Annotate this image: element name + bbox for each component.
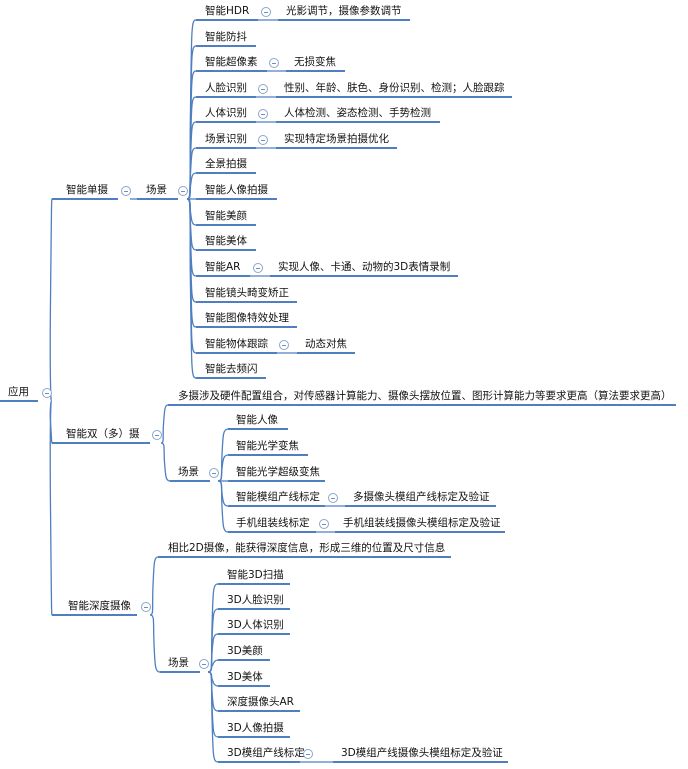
scene-item-detail[interactable]: 动态对焦: [305, 338, 347, 350]
scene-item-detail[interactable]: 实现特定场景拍摄优化: [284, 133, 389, 145]
collapse-minus-icon[interactable]: [258, 84, 268, 94]
connector-line: [217, 454, 229, 482]
scene-item[interactable]: 3D模组产线标定: [227, 747, 305, 759]
scene-item-detail[interactable]: 性别、年龄、肤色、身份识别、检测；人脸跟踪: [284, 82, 505, 94]
connector-line: [217, 480, 229, 507]
scene-item-detail[interactable]: 无损变焦: [294, 56, 336, 68]
scene-item[interactable]: 全景拍摄: [205, 158, 247, 170]
branch-single-camera[interactable]: 智能单摄: [66, 184, 108, 196]
collapse-minus-icon[interactable]: [209, 468, 219, 478]
collapse-minus-icon[interactable]: [152, 430, 162, 440]
connector-line: [186, 198, 197, 379]
collapse-minus-icon[interactable]: [253, 263, 263, 273]
scene-node[interactable]: 场景: [168, 657, 189, 669]
scene-item[interactable]: 智能人像拍摄: [205, 184, 268, 196]
scene-item[interactable]: 智能防抖: [205, 31, 247, 43]
scene-item[interactable]: 智能镜头畸变矫正: [205, 287, 289, 299]
scene-item[interactable]: 深度摄像头AR: [227, 696, 294, 708]
connector-line: [207, 671, 219, 763]
connector-line: [149, 556, 159, 616]
scene-item-detail[interactable]: 手机组装线摄像头模组标定及验证: [343, 517, 501, 529]
collapse-minus-icon[interactable]: [303, 749, 313, 759]
scene-item[interactable]: 智能美体: [205, 235, 247, 247]
collapse-minus-icon[interactable]: [258, 109, 268, 119]
collapse-minus-icon[interactable]: [141, 602, 151, 612]
collapse-minus-icon[interactable]: [258, 135, 268, 145]
scene-item[interactable]: 智能图像特效处理: [205, 312, 289, 324]
branch-depth-camera[interactable]: 智能深度摄像: [68, 600, 131, 612]
connector-line: [207, 633, 219, 673]
collapse-minus-icon[interactable]: [121, 186, 131, 196]
connector-line: [49, 198, 53, 402]
scene-item[interactable]: 3D人像拍摄: [227, 722, 284, 734]
connector-line: [149, 614, 161, 673]
scene-item-detail[interactable]: 实现人像、卡通、动物的3D表情录制: [278, 261, 451, 273]
scene-item[interactable]: 3D美体: [227, 671, 263, 683]
collapse-minus-icon[interactable]: [199, 659, 209, 669]
scene-item[interactable]: 智能3D扫描: [227, 569, 284, 581]
collapse-minus-icon[interactable]: [269, 58, 279, 68]
collapse-minus-icon[interactable]: [42, 388, 52, 398]
scene-node[interactable]: 场景: [178, 466, 199, 478]
branch-multi-camera[interactable]: 智能双（多）摄: [66, 428, 140, 440]
branch-note[interactable]: 多摄涉及硬件配置组合，对传感器计算能力、摄像头摆放位置、图形计算能力等要求更高（…: [178, 390, 672, 402]
scene-item[interactable]: 智能超像素: [205, 56, 258, 68]
connector-line: [207, 671, 219, 687]
connector-line: [186, 172, 197, 200]
collapse-minus-icon[interactable]: [261, 7, 271, 17]
scene-item[interactable]: 3D人脸识别: [227, 594, 284, 606]
scene-item[interactable]: 智能光学超级变焦: [236, 466, 320, 478]
scene-item-detail[interactable]: 人体检测、姿态检测、手势检测: [284, 107, 431, 119]
collapse-minus-icon[interactable]: [319, 519, 329, 529]
scene-item[interactable]: 3D人体识别: [227, 619, 284, 631]
scene-item[interactable]: 人脸识别: [205, 82, 247, 94]
scene-item[interactable]: 3D美颜: [227, 645, 263, 657]
scene-item[interactable]: 智能光学变焦: [236, 440, 299, 452]
connector-line: [49, 400, 53, 616]
connector-line: [217, 480, 229, 533]
scene-node[interactable]: 场景: [146, 184, 167, 196]
scene-item[interactable]: 智能物体跟踪: [205, 338, 268, 350]
scene-item[interactable]: 智能HDR: [205, 5, 250, 17]
connector-line: [207, 659, 219, 673]
scene-item[interactable]: 手机组装线标定: [236, 517, 310, 529]
scene-item-detail[interactable]: 3D模组产线摄像头模组标定及验证: [341, 747, 503, 759]
scene-item-detail[interactable]: 光影调节，摄像参数调节: [286, 5, 402, 17]
branch-note[interactable]: 相比2D摄像，能获得深度信息，形成三维的位置及尺寸信息: [168, 542, 446, 554]
scene-item[interactable]: 人体识别: [205, 107, 247, 119]
scene-item-detail[interactable]: 多摄像头模组产线标定及验证: [353, 491, 490, 503]
scene-item[interactable]: 场景识别: [205, 133, 247, 145]
scene-item[interactable]: 智能模组产线标定: [236, 491, 320, 503]
scene-item[interactable]: 智能AR: [205, 261, 241, 273]
scene-item[interactable]: 智能人像: [236, 414, 278, 426]
root-node[interactable]: 应用: [8, 386, 29, 398]
connector-line: [160, 404, 169, 444]
collapse-minus-icon[interactable]: [178, 186, 188, 196]
connector-line: [186, 198, 197, 226]
collapse-minus-icon[interactable]: [328, 493, 338, 503]
connector-line: [207, 671, 219, 712]
scene-item[interactable]: 智能美颜: [205, 210, 247, 222]
collapse-minus-icon[interactable]: [279, 340, 289, 350]
connector-line: [160, 442, 171, 482]
scene-item[interactable]: 智能去频闪: [205, 363, 258, 375]
